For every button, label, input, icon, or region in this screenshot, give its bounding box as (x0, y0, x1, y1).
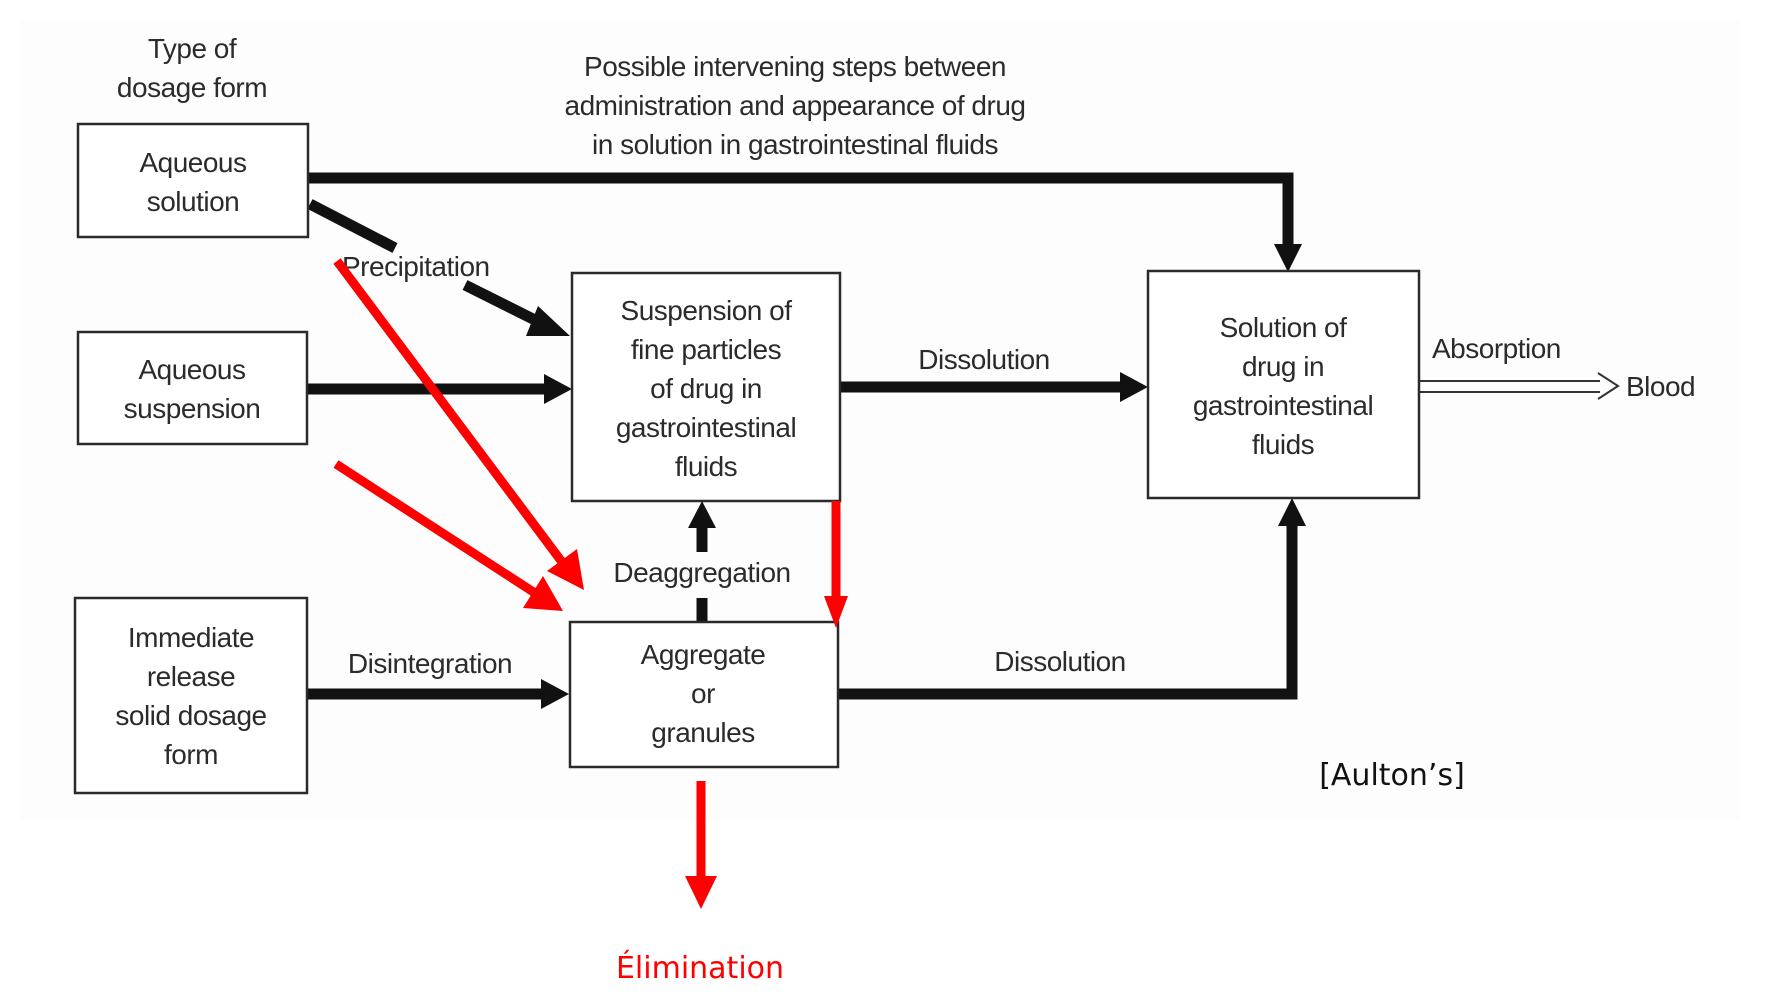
box-suspension-line-3: of drug in (650, 373, 762, 404)
box-immediate-release-line-4: form (164, 739, 218, 770)
arrow-dissolution-lower (838, 498, 1306, 700)
citation-label: [Aulton’s] (1319, 758, 1465, 793)
box-aggregate-line-1: Aggregate (641, 639, 766, 670)
box-aggregate-line-3: granules (651, 717, 754, 748)
box-aqueous-solution-line-2: solution (147, 186, 240, 217)
box-solution-line-2: drug in (1242, 351, 1324, 382)
arrow-deaggregation (688, 501, 716, 622)
label-absorption: Absorption (1432, 333, 1561, 364)
label-precipitation: Precipitation (342, 251, 490, 282)
box-aqueous-solution: Aqueous solution (76, 122, 310, 239)
label-blood: Blood (1626, 371, 1695, 402)
arrow-dissolution-upper (840, 372, 1148, 402)
box-aqueous-suspension-line-1: Aqueous (138, 354, 245, 385)
box-immediate-release: Immediate release solid dosage form (73, 596, 309, 795)
arrow-disintegration (307, 679, 569, 709)
box-suspension-line-5: fluids (675, 451, 737, 482)
arrow-solution-direct (308, 172, 1302, 272)
box-immediate-release-line-1: Immediate (128, 622, 254, 653)
box-suspension-line-2: fine particles (631, 334, 781, 365)
red-arrow-elimination (685, 781, 717, 909)
label-deaggregation: Deaggregation (613, 557, 790, 588)
caption-line-3: in solution in gastrointestinal fluids (592, 129, 998, 160)
column-title-line-2: dosage form (117, 72, 267, 103)
box-suspension-line-4: gastrointestinal (616, 412, 796, 443)
arrow-absorption (1419, 372, 1620, 400)
box-solution-drug-gi: Solution of drug in gastrointestinal flu… (1146, 269, 1421, 500)
label-dissolution-upper: Dissolution (918, 344, 1049, 375)
box-solution-line-4: fluids (1252, 429, 1314, 460)
box-solution-line-3: gastrointestinal (1193, 390, 1373, 421)
elimination-label: Élimination (616, 950, 784, 986)
arrow-precipitation (307, 199, 570, 336)
red-arrow-precipitation-to-aggregate (333, 258, 584, 590)
caption-line-2: administration and appearance of drug (565, 90, 1026, 121)
box-aggregate-line-2: or (691, 678, 715, 709)
box-aqueous-suspension: Aqueous suspension (76, 330, 309, 446)
box-suspension-fine-particles: Suspension of fine particles of drug in … (570, 271, 842, 503)
red-arrow-suspension-to-aggregate (333, 460, 563, 611)
column-title-line-1: Type of (148, 33, 237, 64)
box-aggregate-granules: Aggregate or granules (568, 620, 840, 769)
box-aqueous-suspension-line-2: suspension (124, 393, 261, 424)
box-immediate-release-line-3: solid dosage (115, 700, 266, 731)
red-arrow-fine-particles-to-aggregate (824, 501, 848, 628)
label-dissolution-lower: Dissolution (994, 646, 1125, 677)
label-disintegration: Disintegration (348, 648, 512, 679)
box-solution-line-1: Solution of (1220, 312, 1348, 343)
box-aqueous-solution-line-1: Aqueous (139, 147, 246, 178)
caption-line-1: Possible intervening steps between (584, 51, 1006, 82)
box-immediate-release-line-2: release (147, 661, 235, 692)
box-suspension-line-1: Suspension of (621, 295, 793, 326)
